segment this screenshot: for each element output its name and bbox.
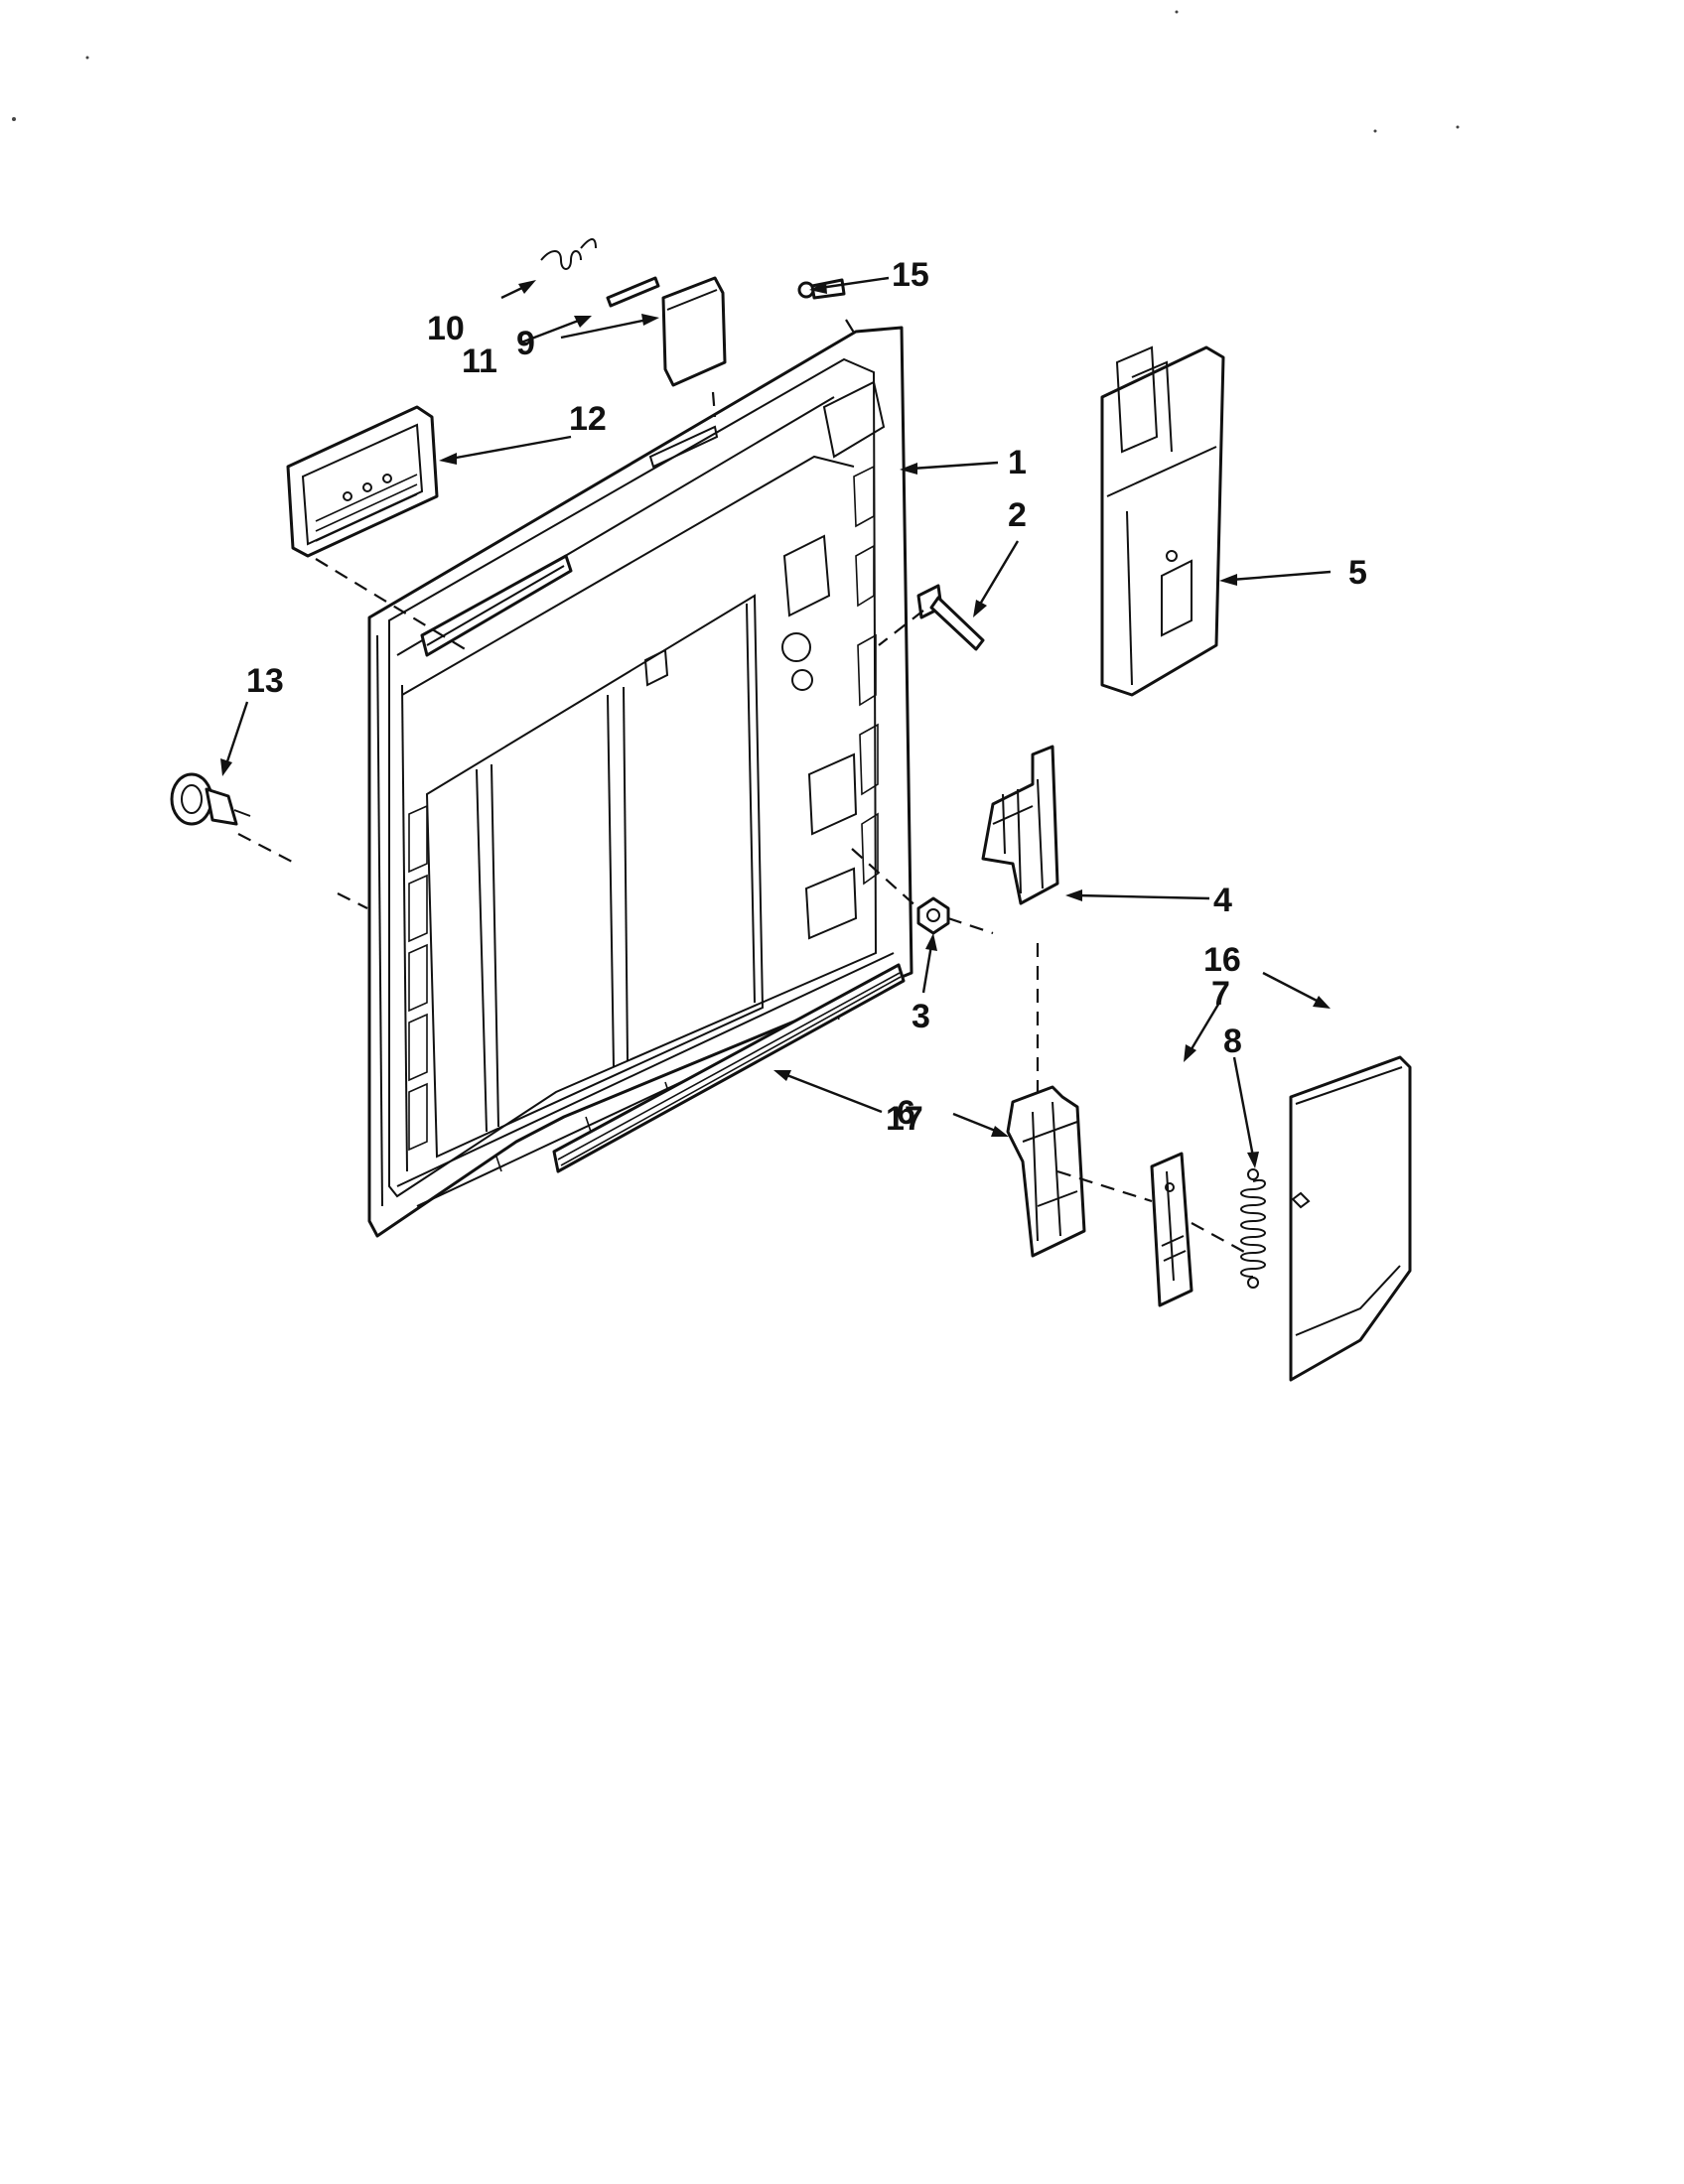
callout-12: 12: [569, 400, 607, 438]
assembly-lines: [237, 319, 1247, 1254]
leader-lines: [220, 276, 1332, 1168]
latch-bracket-upper: [981, 745, 1059, 905]
callout-7: 7: [1211, 975, 1230, 1013]
side-cover-part: [1289, 1055, 1412, 1382]
callout-3: 3: [912, 998, 930, 1035]
coil-spring-part: [1240, 1168, 1266, 1289]
latch-switch-assembly: [1100, 345, 1225, 697]
scan-specks: [12, 10, 1460, 133]
callout-labels: 10 11 9 12 15 1 2 5 13 4 3 6 17 16 7 8: [246, 256, 1367, 1138]
slide-bar-part: [1150, 1152, 1193, 1307]
callout-6: 6: [897, 1094, 915, 1132]
callout-10: 10: [427, 310, 465, 347]
nut-part: [916, 896, 950, 935]
cover-part: [661, 276, 727, 387]
callout-9: 9: [516, 325, 535, 362]
latch-bracket-lower: [1006, 1085, 1086, 1258]
hinge-pin-part: [916, 584, 985, 651]
small-spring-part: [540, 238, 597, 270]
callout-15: 15: [892, 256, 929, 294]
bumper-knob-part: [170, 772, 251, 826]
handle-part: [286, 405, 439, 558]
callout-11: 11: [462, 342, 497, 380]
callout-1: 1: [1008, 444, 1027, 481]
callout-13: 13: [246, 662, 284, 700]
callout-16: 16: [1203, 941, 1241, 979]
callout-2: 2: [1008, 496, 1027, 534]
callout-5: 5: [1348, 554, 1367, 592]
bottom-gasket-strip: [552, 963, 906, 1173]
pin-part: [606, 276, 660, 308]
door-panel-frame: [367, 326, 913, 1238]
callout-8: 8: [1223, 1023, 1242, 1060]
callout-4: 4: [1213, 882, 1232, 919]
callout-17: 17: [886, 1100, 923, 1138]
